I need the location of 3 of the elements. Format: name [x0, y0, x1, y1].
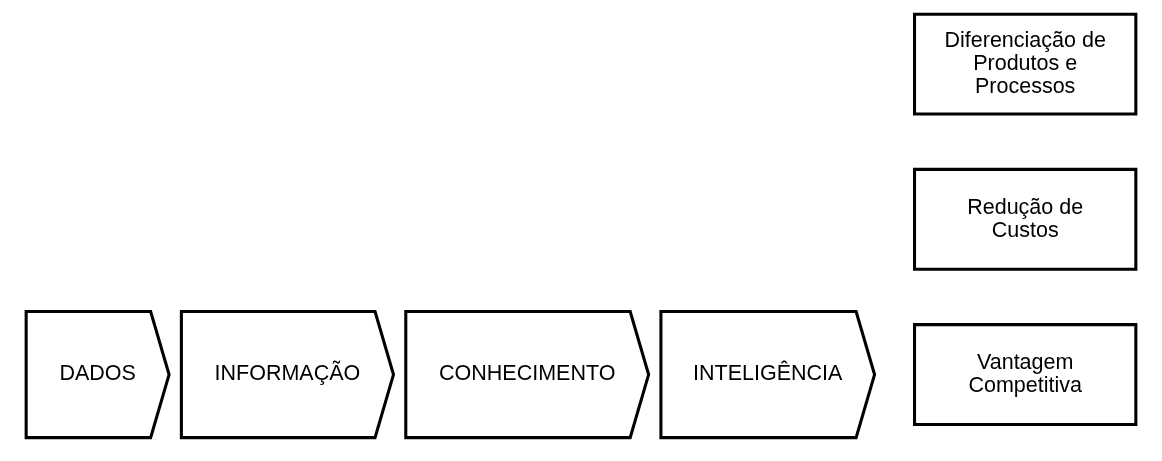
node-box: Diferenciação de Produtos e Processos: [913, 12, 1138, 116]
node-box: Redução de Custos: [913, 167, 1138, 271]
node-box: Vantagem Competitiva: [913, 323, 1138, 427]
